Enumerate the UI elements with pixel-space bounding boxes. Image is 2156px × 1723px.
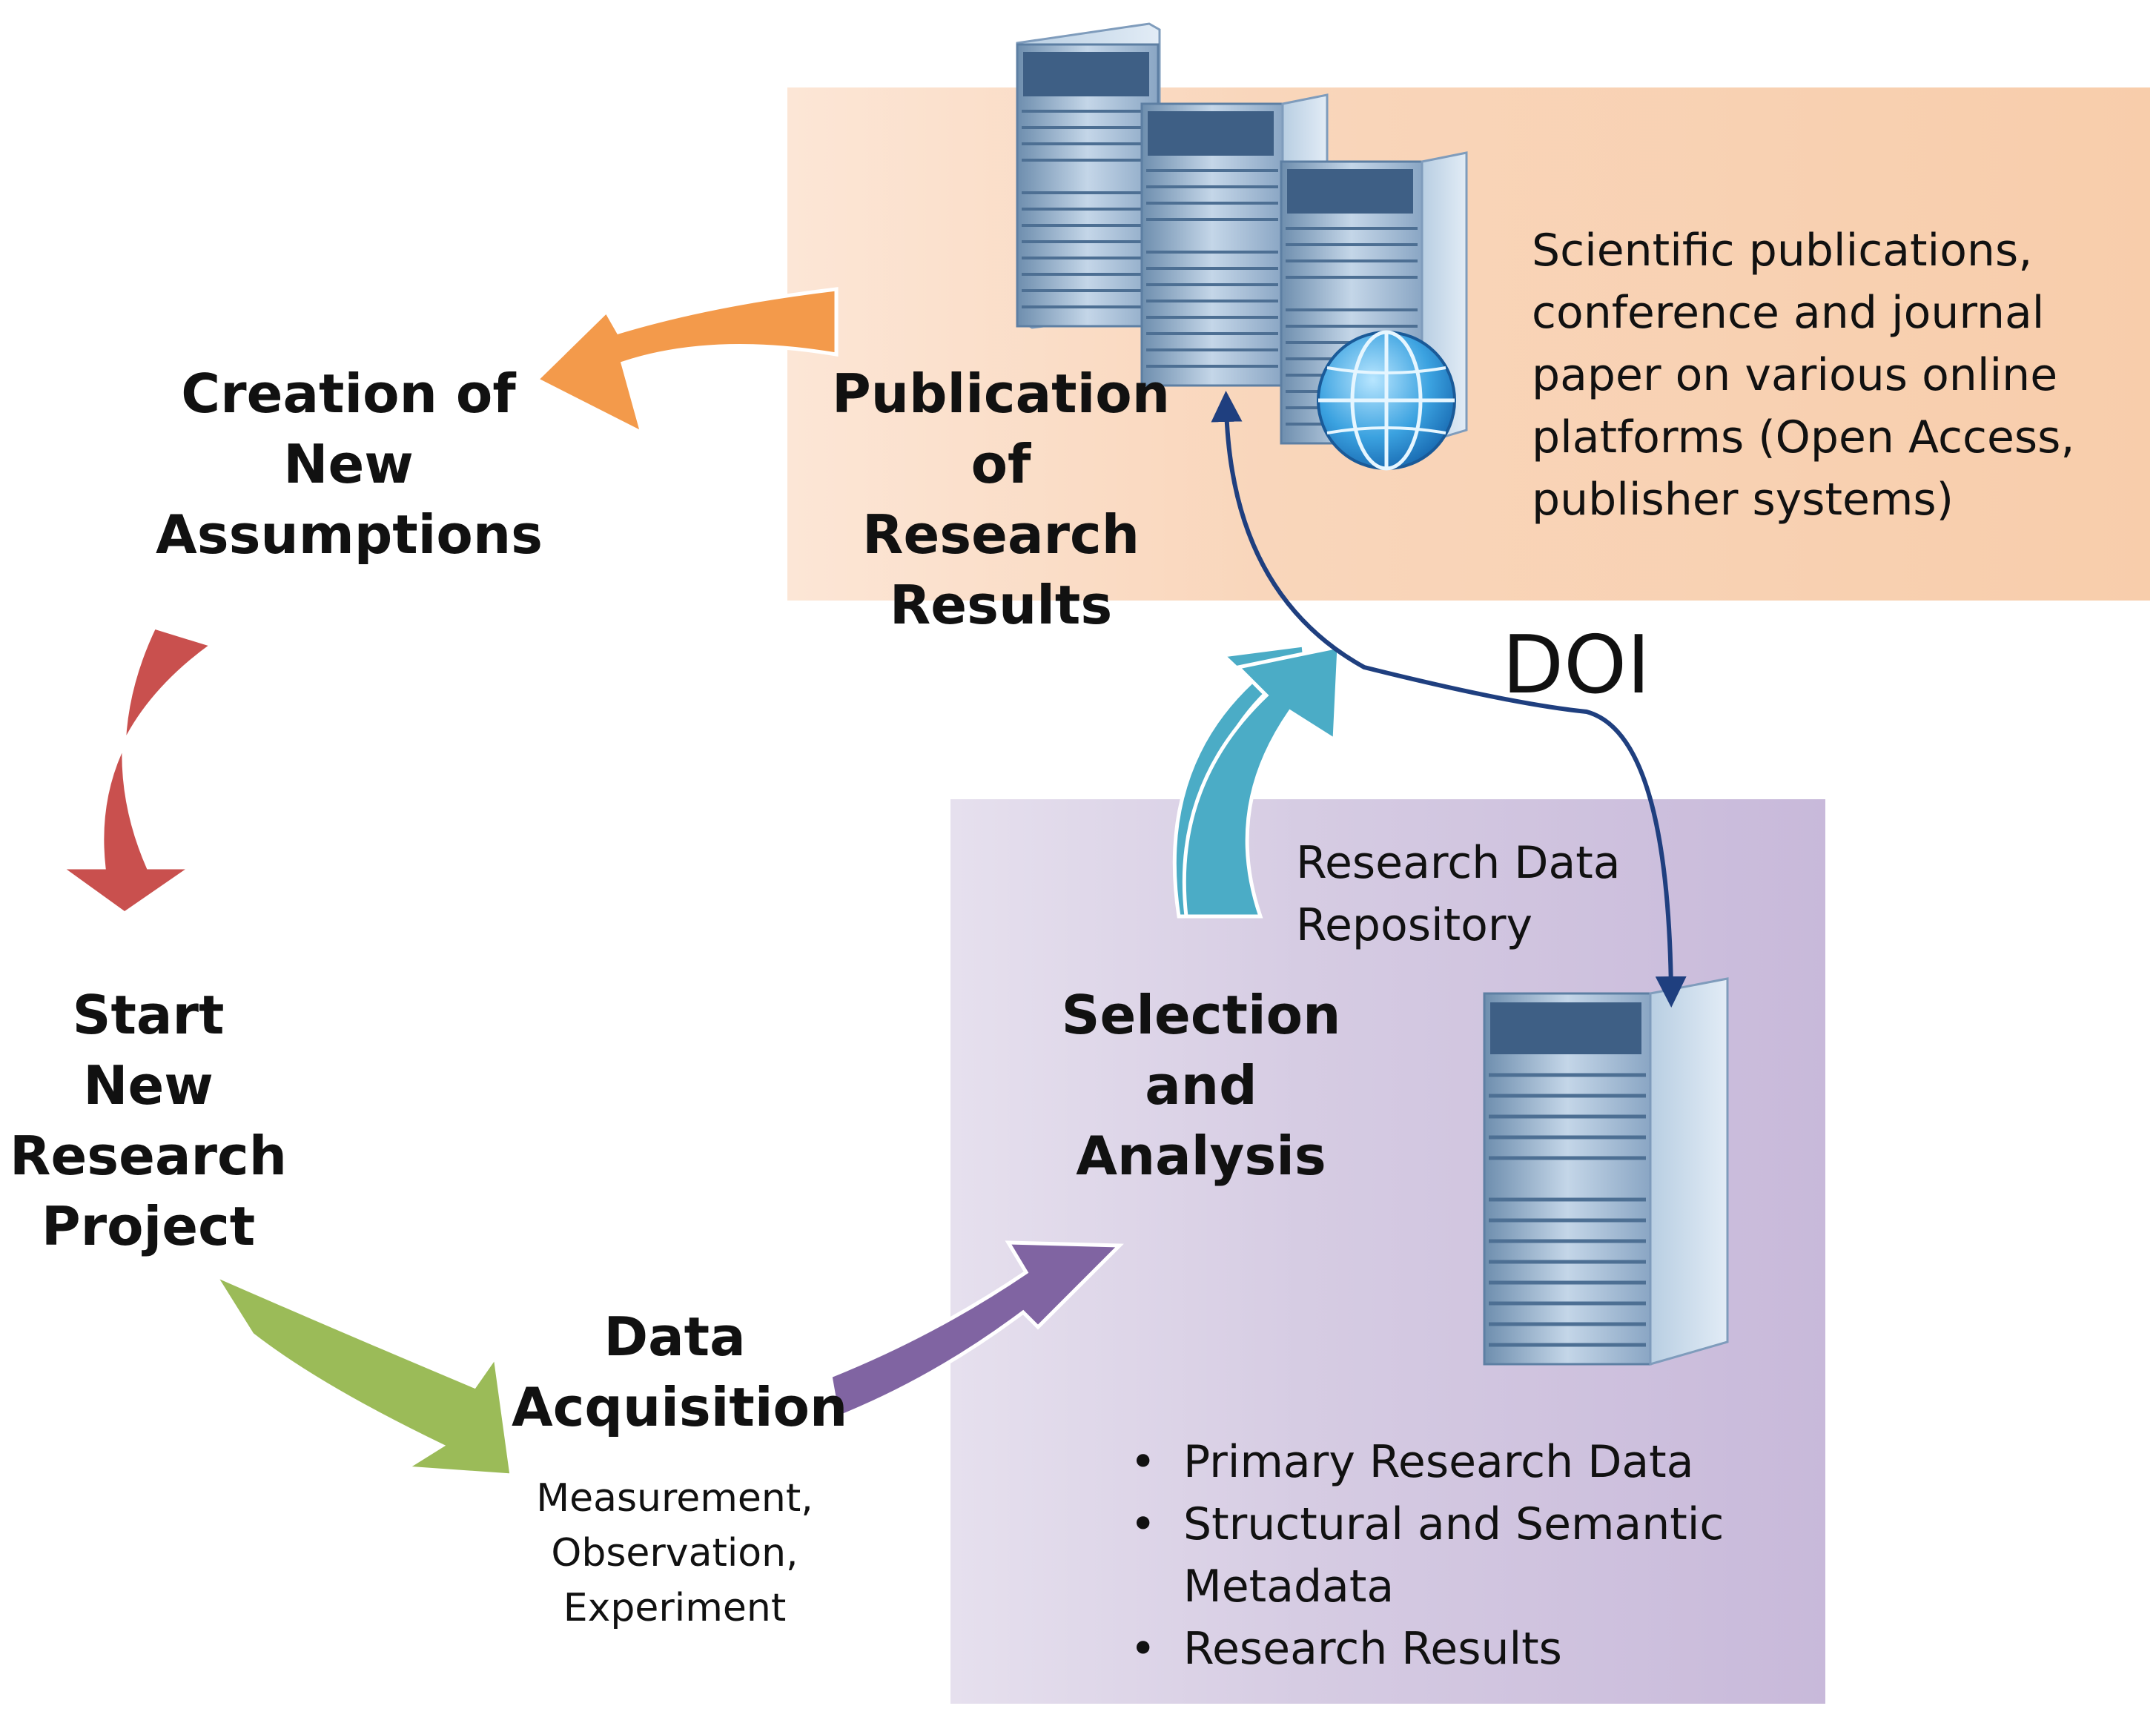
selection-analysis-stage-label: Selection and Analysis <box>1061 984 1341 1187</box>
server-tower-icon <box>1016 22 1161 329</box>
assumptions-stage-label: Creation of New Assumptions <box>156 363 543 566</box>
list-item: Structural and Semantic Metadata <box>1124 1493 1791 1618</box>
publication-description: Scientific publications, conference and … <box>1532 225 2075 526</box>
list-item: Primary Research Data <box>1124 1431 1791 1493</box>
doi-link-arrow <box>1211 391 1687 1008</box>
doi-label: DOI <box>1502 619 1651 712</box>
server-tower-icon <box>1483 977 1729 1366</box>
start-project-stage-label: Start New Research Project <box>10 984 287 1257</box>
arrow-acquisition-to-analysis <box>828 1240 1124 1421</box>
arrow-publication-to-assumptions <box>533 287 839 437</box>
globe-icon <box>1317 330 1456 471</box>
arrow-assumptions-to-start <box>55 624 216 916</box>
data-acquisition-stage-label: Data Acquisition <box>512 1306 848 1438</box>
list-item: Research Results <box>1124 1618 1791 1680</box>
arrow-start-to-acquisition <box>210 1271 514 1478</box>
repository-label: Research Data Repository <box>1296 837 1621 951</box>
repository-contents-list: Primary Research Data Structural and Sem… <box>1124 1431 1791 1680</box>
publication-stage-label: Publication of Research Results <box>831 363 1170 636</box>
data-acquisition-methods: Measurement, Observation, Experiment <box>536 1476 813 1630</box>
